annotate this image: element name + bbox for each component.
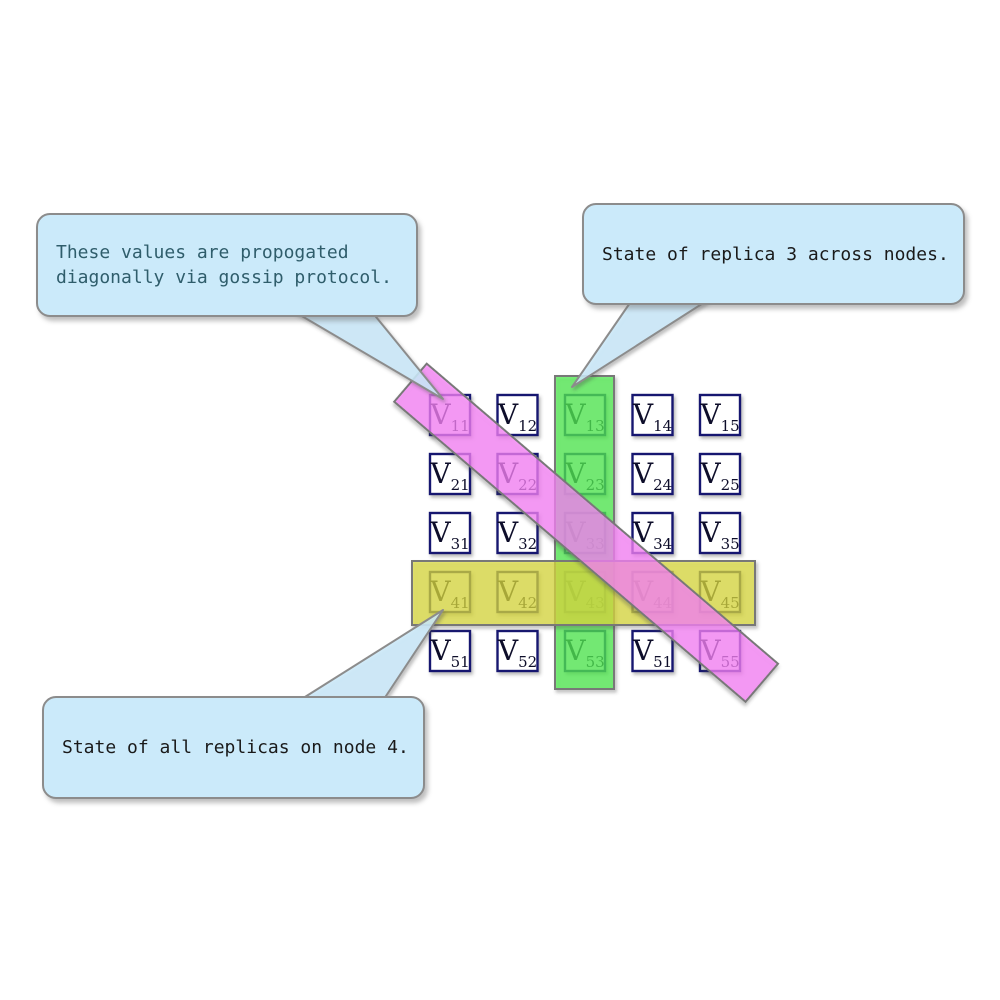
cell-label: V32 — [497, 516, 537, 553]
cell-label: V25 — [699, 457, 739, 494]
grid-cell: V24 — [631, 452, 674, 496]
cell-label: V51 — [429, 634, 469, 671]
grid-cell: V51 — [428, 629, 472, 673]
grid-cell: V52 — [496, 629, 539, 673]
grid-cell: V12 — [496, 393, 539, 437]
callout-text-line: These values are propogated — [56, 242, 349, 263]
cell-label: V51 — [632, 634, 672, 671]
callout-tails — [294, 299, 709, 703]
diagonal-highlight-band — [392, 362, 780, 704]
cell-label: V52 — [497, 634, 537, 671]
cell-label: V24 — [632, 457, 672, 494]
cell-label: V35 — [699, 516, 739, 553]
grid-cell: V21 — [428, 452, 472, 496]
replica-callout-tail — [571, 299, 709, 388]
grid-cell: V35 — [698, 511, 742, 555]
grid-cell: V25 — [698, 452, 742, 496]
cell-label: V21 — [429, 457, 469, 494]
grid-cell: V31 — [428, 511, 472, 555]
replica-column-callout: State of replica 3 across nodes. — [582, 203, 965, 305]
diagonal-callout-tail — [294, 311, 444, 400]
callout-text-line: diagonally via gossip protocol. — [56, 267, 392, 288]
diagonal-gossip-callout: These values are propogated diagonally v… — [36, 213, 418, 317]
callout-text-line: State of replica 3 across nodes. — [602, 243, 949, 265]
grid-cell: V51 — [631, 629, 674, 673]
node-row-callout: State of all replicas on node 4. — [42, 696, 425, 799]
grid-cell: V15 — [698, 393, 742, 437]
cell-label: V14 — [632, 398, 672, 435]
cell-label: V15 — [699, 398, 739, 435]
cell-label: V34 — [632, 516, 672, 553]
cell-label: V12 — [497, 398, 537, 435]
callout-text-line: State of all replicas on node 4. — [62, 737, 409, 758]
grid-cell: V14 — [631, 393, 674, 437]
cell-label: V31 — [429, 516, 469, 553]
node-callout-tail — [296, 609, 444, 703]
